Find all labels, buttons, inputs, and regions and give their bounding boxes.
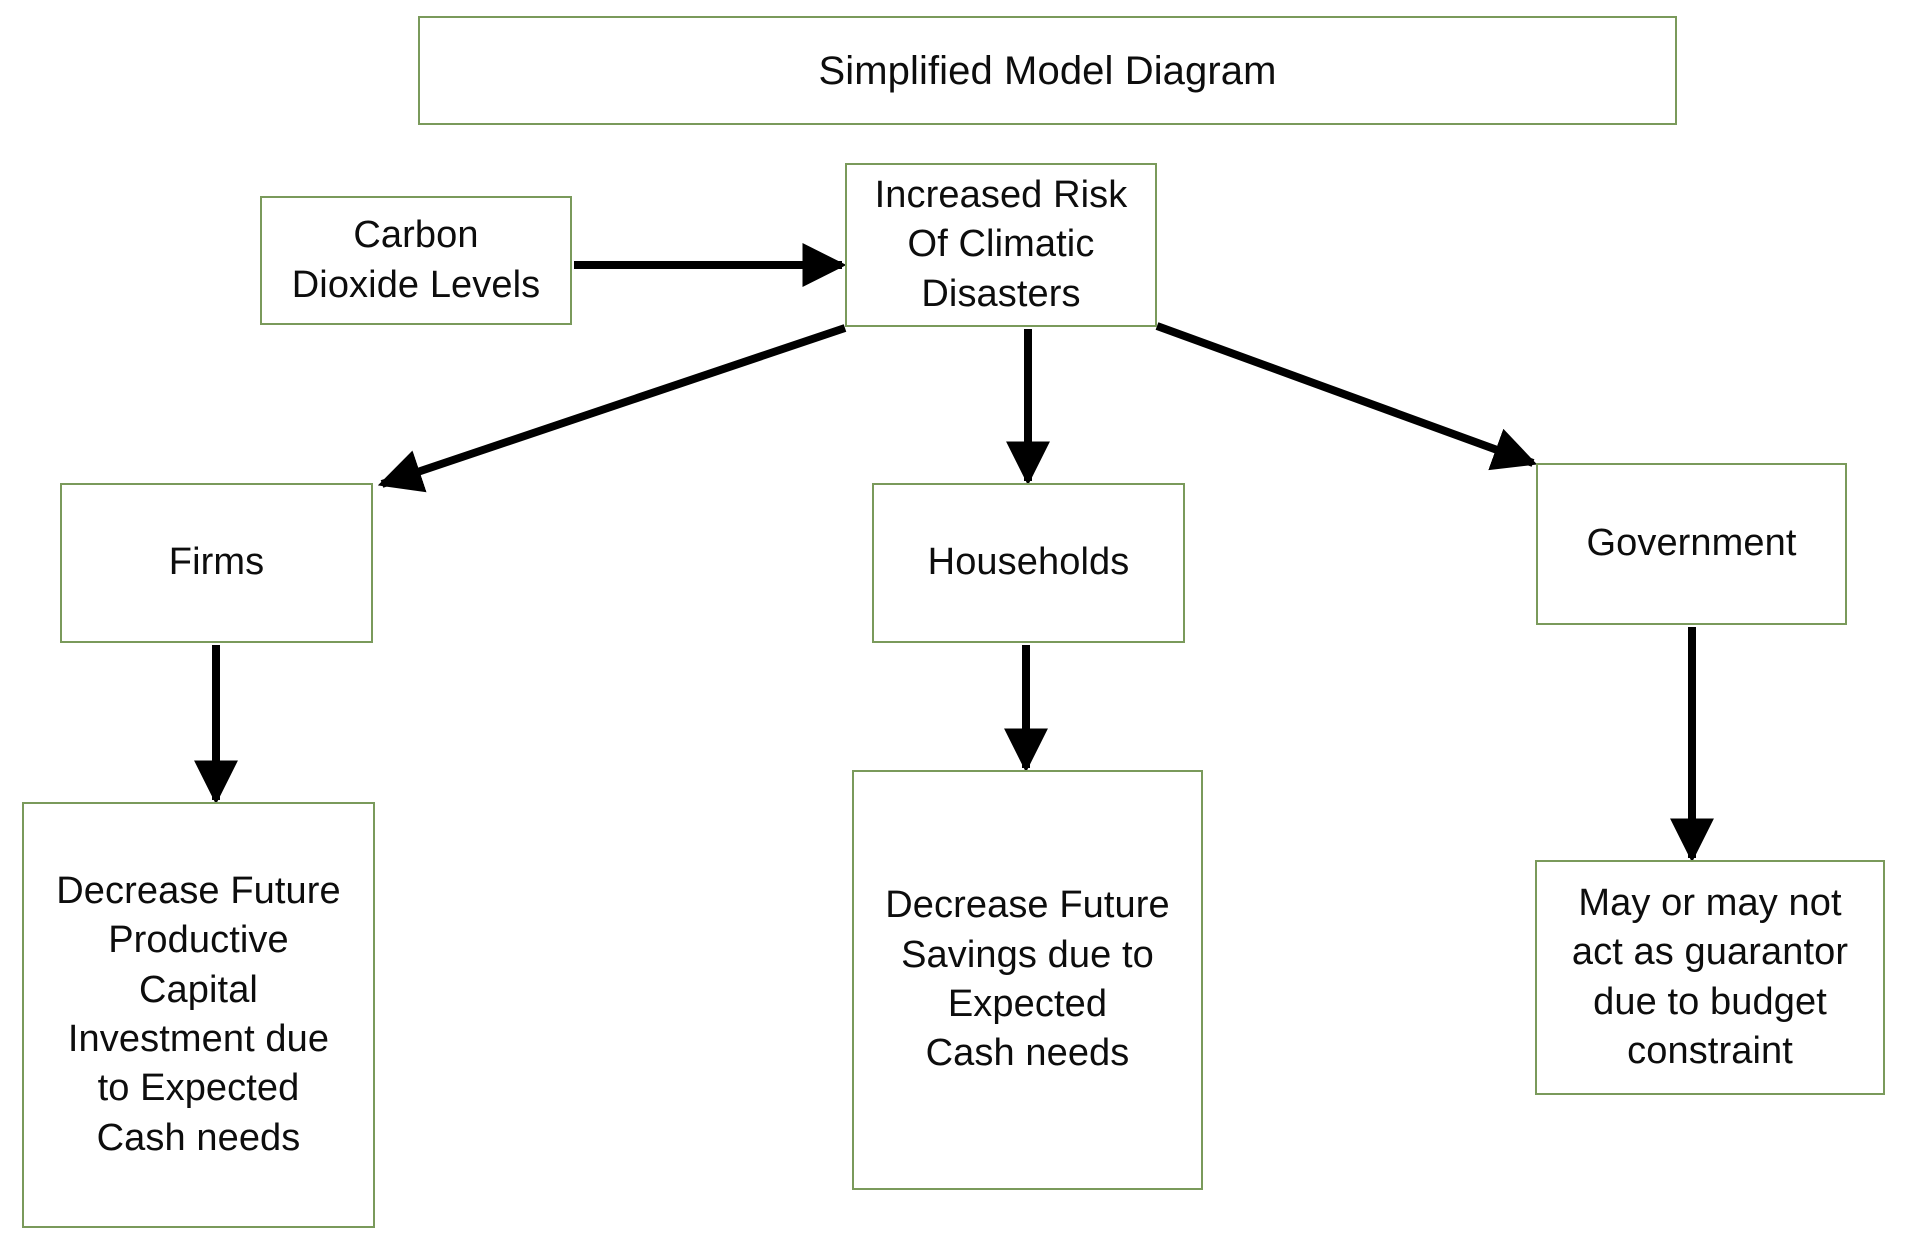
node-households: Households <box>872 483 1185 643</box>
node-households-outcome: Decrease Future Savings due to Expected … <box>852 770 1203 1190</box>
node-government: Government <box>1536 463 1847 625</box>
diagram-title-box: Simplified Model Diagram <box>418 16 1677 125</box>
node-government-outcome: May or may not act as guarantor due to b… <box>1535 860 1885 1095</box>
node-firms-outcome-label: Decrease Future Productive Capital Inves… <box>56 869 341 1159</box>
node-firms-outcome: Decrease Future Productive Capital Inves… <box>22 802 375 1228</box>
node-increased-risk-of-climatic-disasters-label: Increased Risk Of Climatic Disasters <box>874 173 1128 315</box>
node-government-outcome-label: May or may not act as guarantor due to b… <box>1571 881 1849 1072</box>
node-government-label: Government <box>1586 522 1797 565</box>
node-increased-risk-of-climatic-disasters: Increased Risk Of Climatic Disasters <box>845 163 1157 327</box>
node-carbon-dioxide-levels-label: Carbon Dioxide Levels <box>291 214 541 306</box>
node-firms: Firms <box>60 483 373 643</box>
diagram-title-label: Simplified Model Diagram <box>818 48 1277 93</box>
node-households-outcome-label: Decrease Future Savings due to Expected … <box>885 884 1170 1075</box>
edge-risk-to-government <box>1155 322 1538 471</box>
node-carbon-dioxide-levels: Carbon Dioxide Levels <box>260 196 572 325</box>
node-households-label: Households <box>927 541 1130 584</box>
node-firms-label: Firms <box>168 541 265 584</box>
edge-risk-to-firms <box>377 324 847 493</box>
